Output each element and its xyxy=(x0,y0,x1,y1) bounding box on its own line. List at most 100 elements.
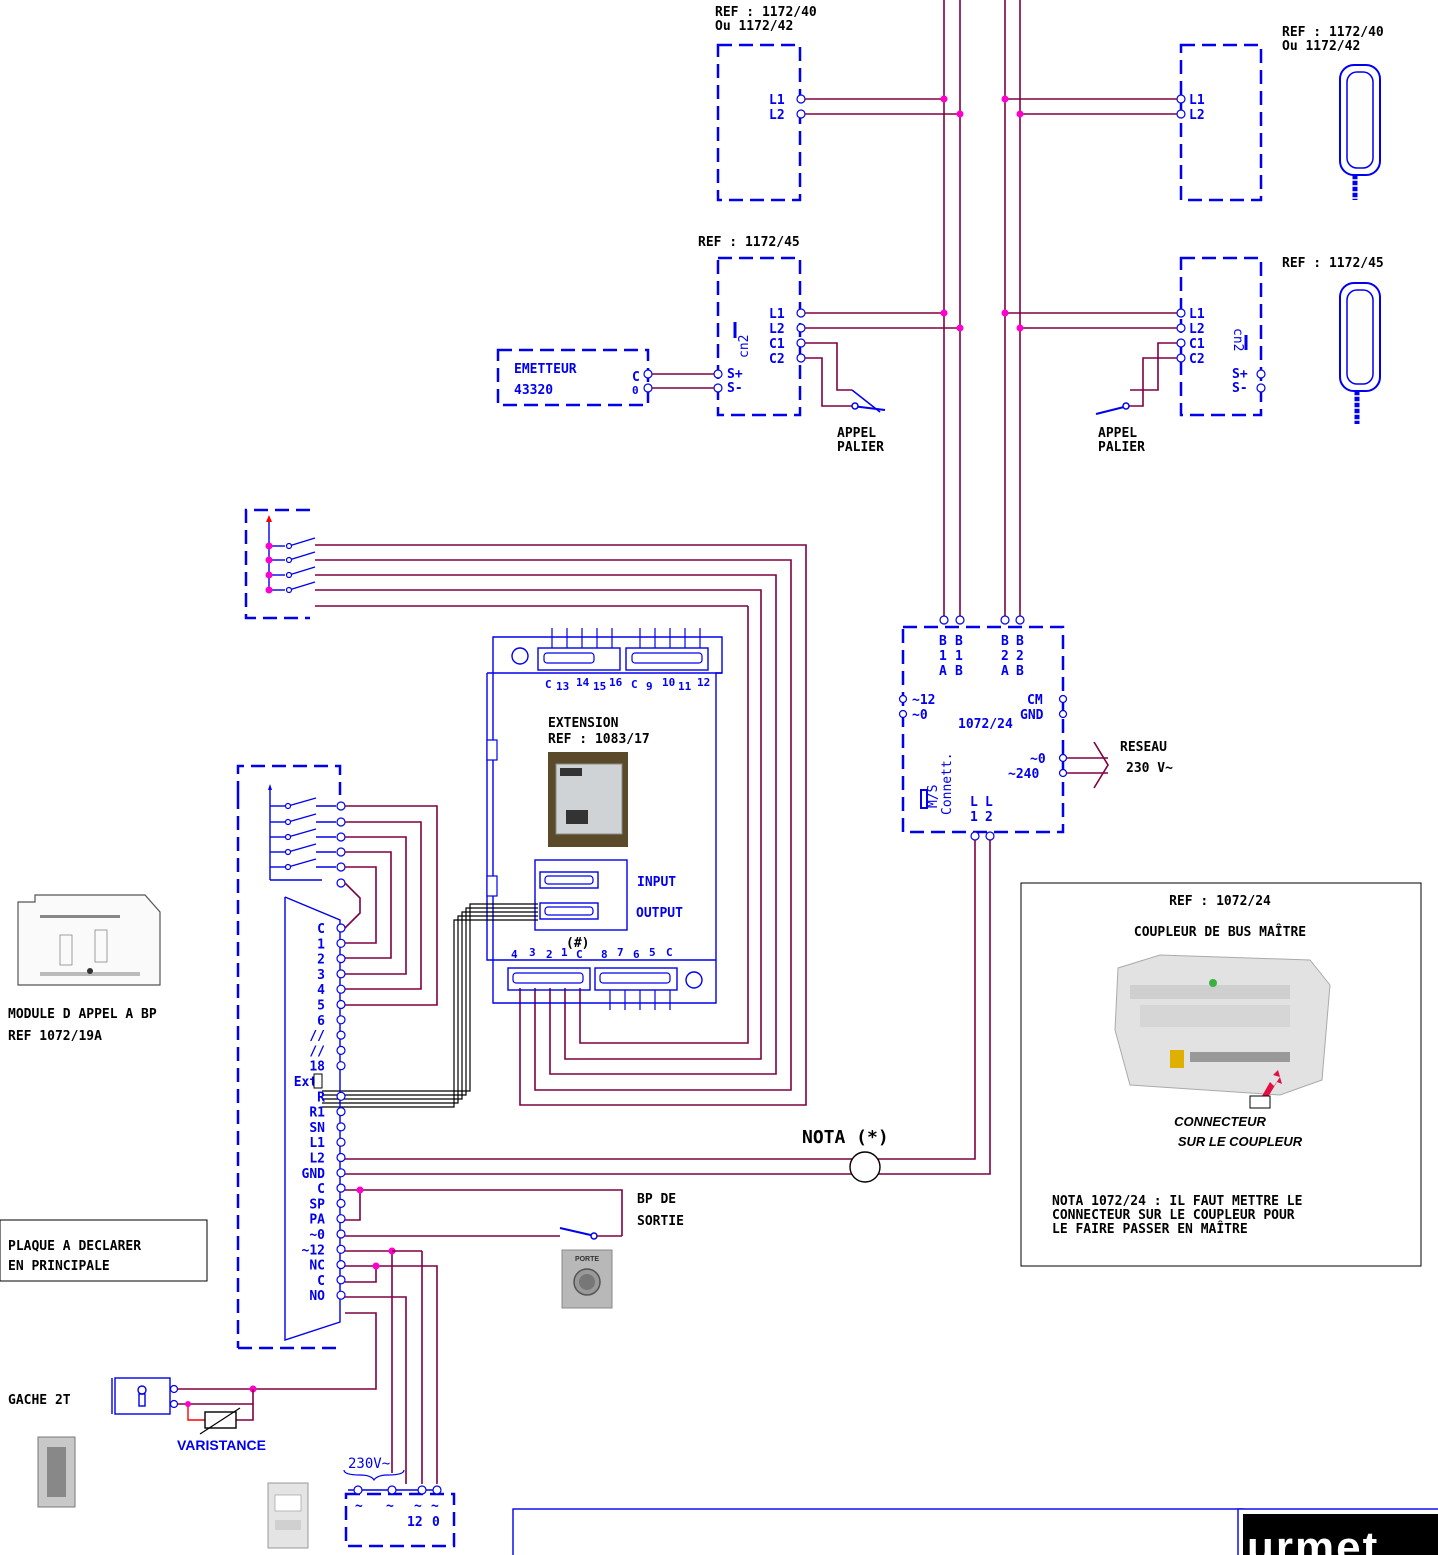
note-line-2: CONNECTEUR SUR LE COUPLEUR POUR xyxy=(1052,1208,1295,1223)
ext-pin-label: C xyxy=(545,678,552,691)
ref-label: REF : 1172/40 xyxy=(715,5,817,20)
power-term: ~ xyxy=(414,1499,422,1514)
module-terminal xyxy=(336,1214,346,1224)
power-term: ~ xyxy=(431,1499,439,1514)
module-terminal xyxy=(336,1198,346,1209)
ext-pin-label: 16 xyxy=(609,676,623,689)
s-plus-label: S+ xyxy=(727,367,743,382)
module-terminal xyxy=(336,1030,346,1040)
ext-connector xyxy=(313,1073,323,1089)
terminal-l1-label: L1 xyxy=(769,93,785,108)
ext-pin-label: 8 xyxy=(601,948,608,961)
module-terminal xyxy=(336,1259,346,1270)
coupler-term: 2 xyxy=(985,810,993,825)
module-terminal-label: 1 xyxy=(317,937,325,952)
output-label: OUTPUT xyxy=(636,906,683,921)
urmet-logo: urmet xyxy=(1247,1523,1379,1555)
module-name: MODULE D APPEL A BP xyxy=(8,1007,157,1022)
extension-1083-17: C 13 14 15 16 C 9 10 11 12 EXTENSION REF… xyxy=(486,628,723,1010)
ext-pin-label: 3 xyxy=(529,946,536,959)
coupler-term: L xyxy=(985,795,993,810)
terminal-l2-label: L2 xyxy=(769,108,785,123)
coupler-term: A xyxy=(1001,664,1009,679)
reseau-voltage: 230 V~ xyxy=(1126,761,1173,776)
module-terminal-label: ~0 xyxy=(309,1228,325,1243)
varistance-label: VARISTANCE xyxy=(177,1437,266,1453)
apartment-mid-left: REF : 1172/45 L1 L2 C1 C2 cn2 S+ S- APPE… xyxy=(698,235,964,455)
ext-pin-label: 2 xyxy=(546,948,553,961)
emetteur-label: EMETTEUR xyxy=(514,362,577,377)
plaque-label-2: EN PRINCIPALE xyxy=(8,1259,110,1274)
coupler-term: B xyxy=(955,634,963,649)
cn2-label: cn2 xyxy=(737,335,752,358)
connector-label-2: SUR LE COUPLEUR xyxy=(1178,1134,1303,1149)
hash-label: (#) xyxy=(566,936,589,951)
module-terminal xyxy=(336,1045,346,1056)
module-terminal-label: R xyxy=(317,1090,325,1105)
bp-sortie: BP DE SORTIE PORTE xyxy=(561,1192,684,1309)
module-wiring xyxy=(178,840,991,1484)
ext-pin-label: 10 xyxy=(662,676,675,689)
module-terminal xyxy=(336,999,346,1010)
ext-pin-label: 7 xyxy=(617,946,624,959)
handset-icon xyxy=(1339,282,1381,424)
power-out-12: 12 xyxy=(407,1515,423,1530)
info-ref: REF : 1072/24 xyxy=(1169,894,1271,909)
nota-label: NOTA (*) xyxy=(802,1127,889,1148)
ext-pin-label: C xyxy=(631,678,638,691)
module-terminal xyxy=(336,1168,346,1178)
note-line-3: LE FAIRE PASSER EN MAÎTRE xyxy=(1052,1221,1248,1237)
flat-cable xyxy=(322,903,538,1108)
module-terminal-label: 5 xyxy=(317,999,325,1014)
module-terminal-label: L1 xyxy=(309,1136,325,1151)
power-term: ~ xyxy=(355,1499,363,1514)
coupler-term: 1 xyxy=(970,810,978,825)
module-terminal-label: 6 xyxy=(317,1014,325,1029)
module-terminal-label: NC xyxy=(309,1259,325,1274)
terminal-c1-label: C1 xyxy=(769,337,785,352)
module-terminal xyxy=(336,1137,346,1147)
module-terminal-label: NO xyxy=(309,1289,325,1304)
module-terminal xyxy=(336,1152,346,1163)
module-terminal xyxy=(336,1091,346,1101)
terminal-l1-label: L1 xyxy=(1189,93,1205,108)
ext-pin-label: 1 xyxy=(561,946,568,959)
ref-label-alt: Ou 1172/42 xyxy=(715,19,793,34)
coupler-term: B xyxy=(1016,664,1024,679)
power-out-0: 0 xyxy=(432,1515,440,1530)
module-terminal-label: // xyxy=(309,1029,325,1044)
ref-label: REF : 1172/45 xyxy=(698,235,800,250)
module-terminal xyxy=(336,953,346,964)
plaque-box: PLAQUE A DECLARER EN PRINCIPALE xyxy=(0,1219,208,1282)
coupler-term-12: ~12 xyxy=(912,693,935,708)
appel-palier-label: APPEL xyxy=(837,426,876,441)
module-terminal-label: PA xyxy=(309,1213,325,1228)
emetteur-0-label: 0 xyxy=(632,384,639,397)
terminal-l1-label: L1 xyxy=(1189,307,1205,322)
title-block: urmet xyxy=(512,1508,1438,1555)
terminal-l2-label: L2 xyxy=(769,322,785,337)
power-label: 230V~ xyxy=(348,1456,390,1472)
module-terminal xyxy=(336,1183,346,1193)
coupler-term: B xyxy=(955,664,963,679)
module-terminal xyxy=(336,969,346,979)
ref-label: REF : 1172/45 xyxy=(1282,256,1384,271)
power-term: ~ xyxy=(386,1499,394,1514)
ext-pin-label: 9 xyxy=(646,680,653,693)
coupler-term: 2 xyxy=(1016,649,1024,664)
gache: GACHE 2T VARISTANCE xyxy=(8,1377,266,1508)
module-photo xyxy=(17,894,161,986)
appel-palier-label-2: PALIER xyxy=(1098,440,1145,455)
module-terminal xyxy=(336,1015,346,1025)
module-terminal-label: SN xyxy=(309,1121,325,1136)
extension-title: EXTENSION xyxy=(548,716,619,731)
transformer: 230V~ ~ ~ ~ ~ 12 0 xyxy=(267,1456,456,1549)
module-terminal xyxy=(336,1061,346,1071)
ext-pin-label: 11 xyxy=(678,680,692,693)
module-terminal xyxy=(336,938,346,948)
terminal-c2-label: C2 xyxy=(1189,352,1205,367)
coupler-term: B xyxy=(1001,634,1009,649)
ref-label-alt: Ou 1172/42 xyxy=(1282,39,1360,54)
connector-label: CONNECTEUR xyxy=(1174,1114,1266,1129)
